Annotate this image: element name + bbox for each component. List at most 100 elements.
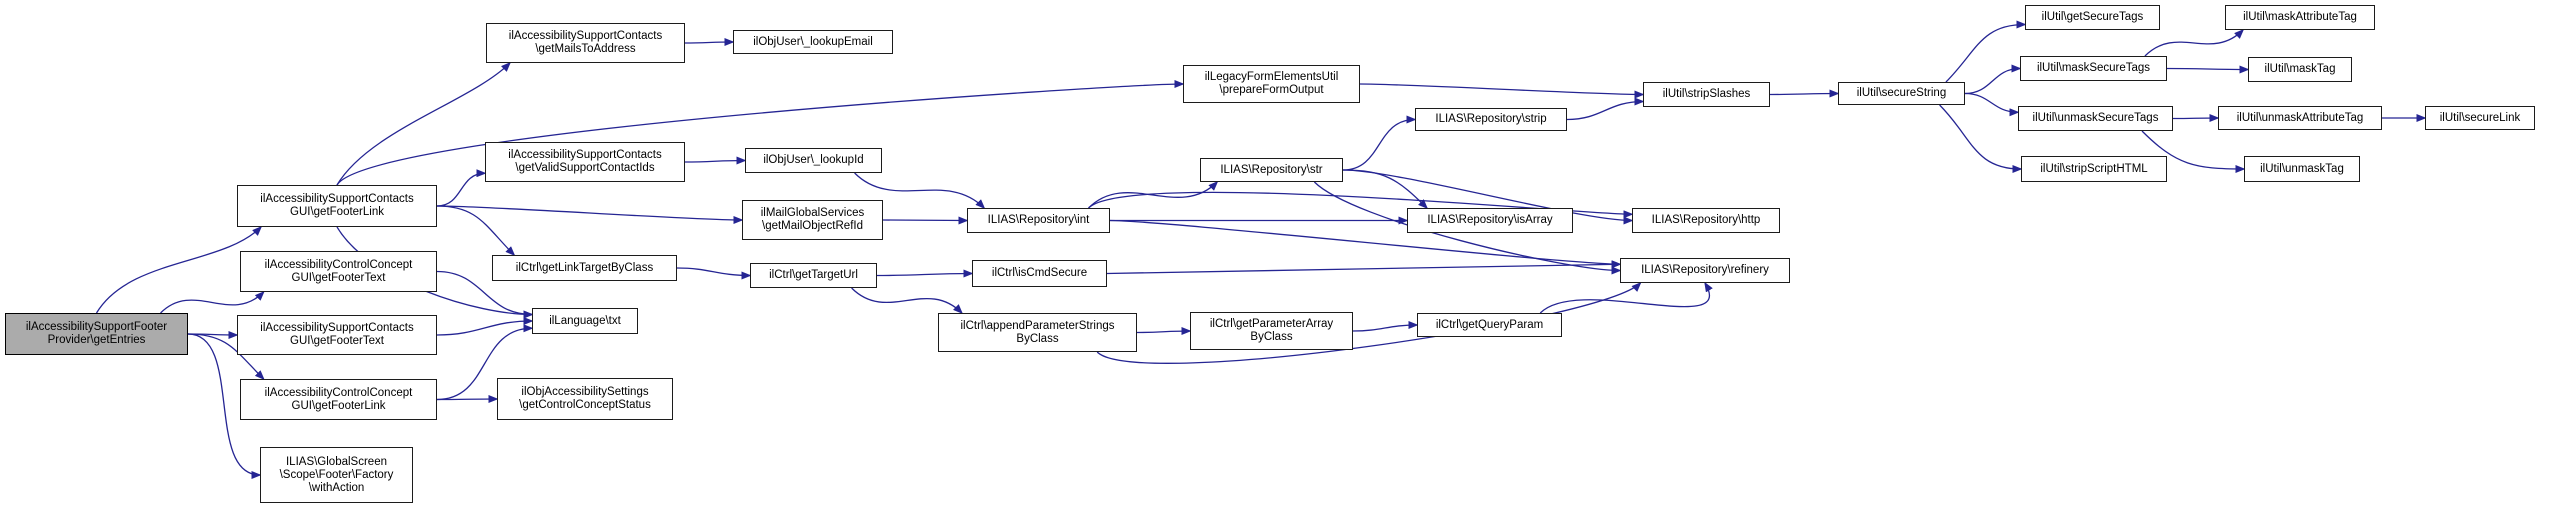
node-label-line: \prepareFormOutput	[1219, 84, 1324, 96]
call-edge	[1106, 260, 1622, 275]
node-label-line: ilUtil\maskSecureTags	[2036, 62, 2151, 74]
node-label-line: ilCtrl\getLinkTargetByClass	[515, 261, 654, 274]
graph-node[interactable]: ilUtil\secureLink	[2425, 106, 2535, 130]
graph-node[interactable]: ilLegacyFormElementsUtil\prepareFormOutp…	[1183, 65, 1360, 103]
call-edge	[854, 172, 986, 210]
call-edge	[1088, 180, 1219, 209]
graph-node[interactable]: ilCtrl\isCmdSecure	[972, 260, 1107, 287]
call-edge	[1359, 83, 1645, 99]
node-label-line: ILIAS\Repository\refinery	[1641, 264, 1769, 276]
call-edge	[95, 225, 263, 314]
node-label-line: ilMailGlobalServices	[760, 207, 865, 219]
call-edge	[876, 269, 974, 278]
graph-node[interactable]: ILIAS\Repository\str	[1200, 158, 1343, 182]
node-label-line: ilCtrl\getParameterArray	[1209, 318, 1334, 330]
call-edge	[436, 205, 744, 224]
node-label-line: ByClass	[1016, 332, 1059, 345]
node-label-line: GUI\getFooterLink	[290, 206, 384, 218]
graph-node[interactable]: ilObjUser\_lookupId	[745, 148, 882, 173]
node-label-line: ILIAS\Repository\http	[1651, 214, 1761, 226]
graph-node[interactable]: ilUtil\maskAttributeTag	[2225, 5, 2375, 30]
graph-node[interactable]: ilUtil\getSecureTags	[2025, 5, 2160, 30]
call-edge	[436, 169, 487, 207]
node-label-line: ilCtrl\getTargetUrl	[769, 269, 858, 281]
call-edge	[336, 61, 511, 186]
call-edge	[851, 287, 963, 315]
graph-node[interactable]: ilUtil\stripScriptHTML	[2021, 156, 2167, 182]
node-label-line: ILIAS\Repository\str	[1220, 163, 1323, 176]
graph-node[interactable]: ilObjAccessibilitySettings\getControlCon…	[497, 378, 673, 420]
graph-node[interactable]: ILIAS\Repository\refinery	[1620, 258, 1790, 283]
graph-node[interactable]: ilAccessibilitySupportContacts\getMailsT…	[486, 23, 685, 63]
node-label-line: ilLegacyFormElementsUtil	[1204, 71, 1339, 83]
graph-node[interactable]: ilUtil\unmaskTag	[2244, 156, 2360, 182]
call-edge	[1964, 64, 2022, 95]
graph-node[interactable]: ilAccessibilitySupportContacts\getValidS…	[485, 142, 685, 182]
graph-node[interactable]: ILIAS\Repository\http	[1632, 208, 1780, 233]
node-label-line: \withAction	[308, 481, 365, 494]
node-label-line: ilUtil\unmaskAttributeTag	[2236, 111, 2364, 124]
call-edge	[684, 38, 735, 47]
call-edge	[1342, 169, 1634, 225]
graph-node[interactable]: ilObjUser\_lookupEmail	[733, 30, 893, 54]
call-edge	[436, 317, 534, 336]
call-edge	[1769, 89, 1840, 98]
node-label-line: ilAccessibilitySupportContacts	[260, 322, 414, 334]
graph-node[interactable]: ilCtrl\getTargetUrl	[750, 263, 877, 288]
graph-node[interactable]: ilUtil\maskTag	[2248, 57, 2352, 82]
call-edge	[1136, 327, 1192, 336]
call-edge	[2141, 130, 2246, 173]
call-edge	[1352, 321, 1419, 332]
graph-node[interactable]: ilUtil\unmaskAttributeTag	[2218, 106, 2382, 130]
node-label-line: ilUtil\unmaskTag	[2260, 162, 2344, 175]
call-edge	[1342, 115, 1417, 171]
graph-node[interactable]: ILIAS\Repository\int	[967, 208, 1110, 233]
node-label-line: ilObjAccessibilitySettings	[521, 386, 649, 398]
node-label-line: ilAccessibilitySupportContacts	[260, 193, 414, 205]
node-label-line: ilLanguage\txt	[549, 314, 621, 327]
call-edge	[676, 267, 752, 280]
node-label-line: ilCtrl\getQueryParam	[1435, 318, 1544, 331]
graph-node[interactable]: ilCtrl\getLinkTargetByClass	[492, 255, 677, 281]
graph-node[interactable]: ILIAS\GlobalScreen\Scope\Footer\Factory\…	[260, 447, 413, 503]
call-edge	[436, 205, 516, 257]
call-edge	[187, 333, 265, 381]
graph-node[interactable]: ilMailGlobalServices\getMailObjectRefId	[742, 200, 883, 240]
graph-node[interactable]: ILIAS\Repository\isArray	[1407, 208, 1573, 233]
node-label-line: ilUtil\unmaskSecureTags	[2032, 112, 2159, 124]
graph-node[interactable]: ilUtil\stripSlashes	[1643, 82, 1770, 107]
call-edge	[1088, 191, 1634, 219]
call-edge	[436, 395, 499, 404]
graph-node[interactable]: ilUtil\maskSecureTags	[2020, 56, 2167, 81]
graph-node[interactable]: ilUtil\secureString	[1838, 82, 1965, 105]
call-edge	[2172, 114, 2220, 123]
call-edge	[1342, 169, 1428, 210]
call-edge	[1313, 181, 1622, 275]
call-edge	[1964, 92, 2020, 117]
node-label-line: \getMailsToAddress	[535, 43, 636, 55]
graph-node[interactable]: ilCtrl\getQueryParam	[1417, 313, 1562, 337]
node-label-line: ilObjUser\_lookupId	[763, 154, 864, 166]
graph-node[interactable]: ILIAS\Repository\strip	[1415, 108, 1567, 131]
node-label-line: \getControlConceptStatus	[519, 399, 651, 411]
node-label-line: \Scope\Footer\Factory	[279, 468, 394, 481]
call-edge	[882, 216, 969, 225]
node-label-line: ilUtil\stripScriptHTML	[2040, 162, 2148, 175]
node-label-line: ilUtil\maskAttributeTag	[2243, 11, 2357, 23]
node-label-line: ilUtil\stripSlashes	[1662, 88, 1751, 100]
graph-node[interactable]: ilLanguage\txt	[532, 308, 638, 334]
node-label-line: GUI\getFooterText	[291, 271, 386, 284]
call-edge	[1109, 219, 1622, 269]
call-edge	[2144, 28, 2245, 57]
node-label-line: \getValidSupportContactIds	[515, 162, 655, 174]
call-edge	[1945, 20, 2027, 83]
graph-node[interactable]: ilUtil\unmaskSecureTags	[2018, 106, 2173, 131]
